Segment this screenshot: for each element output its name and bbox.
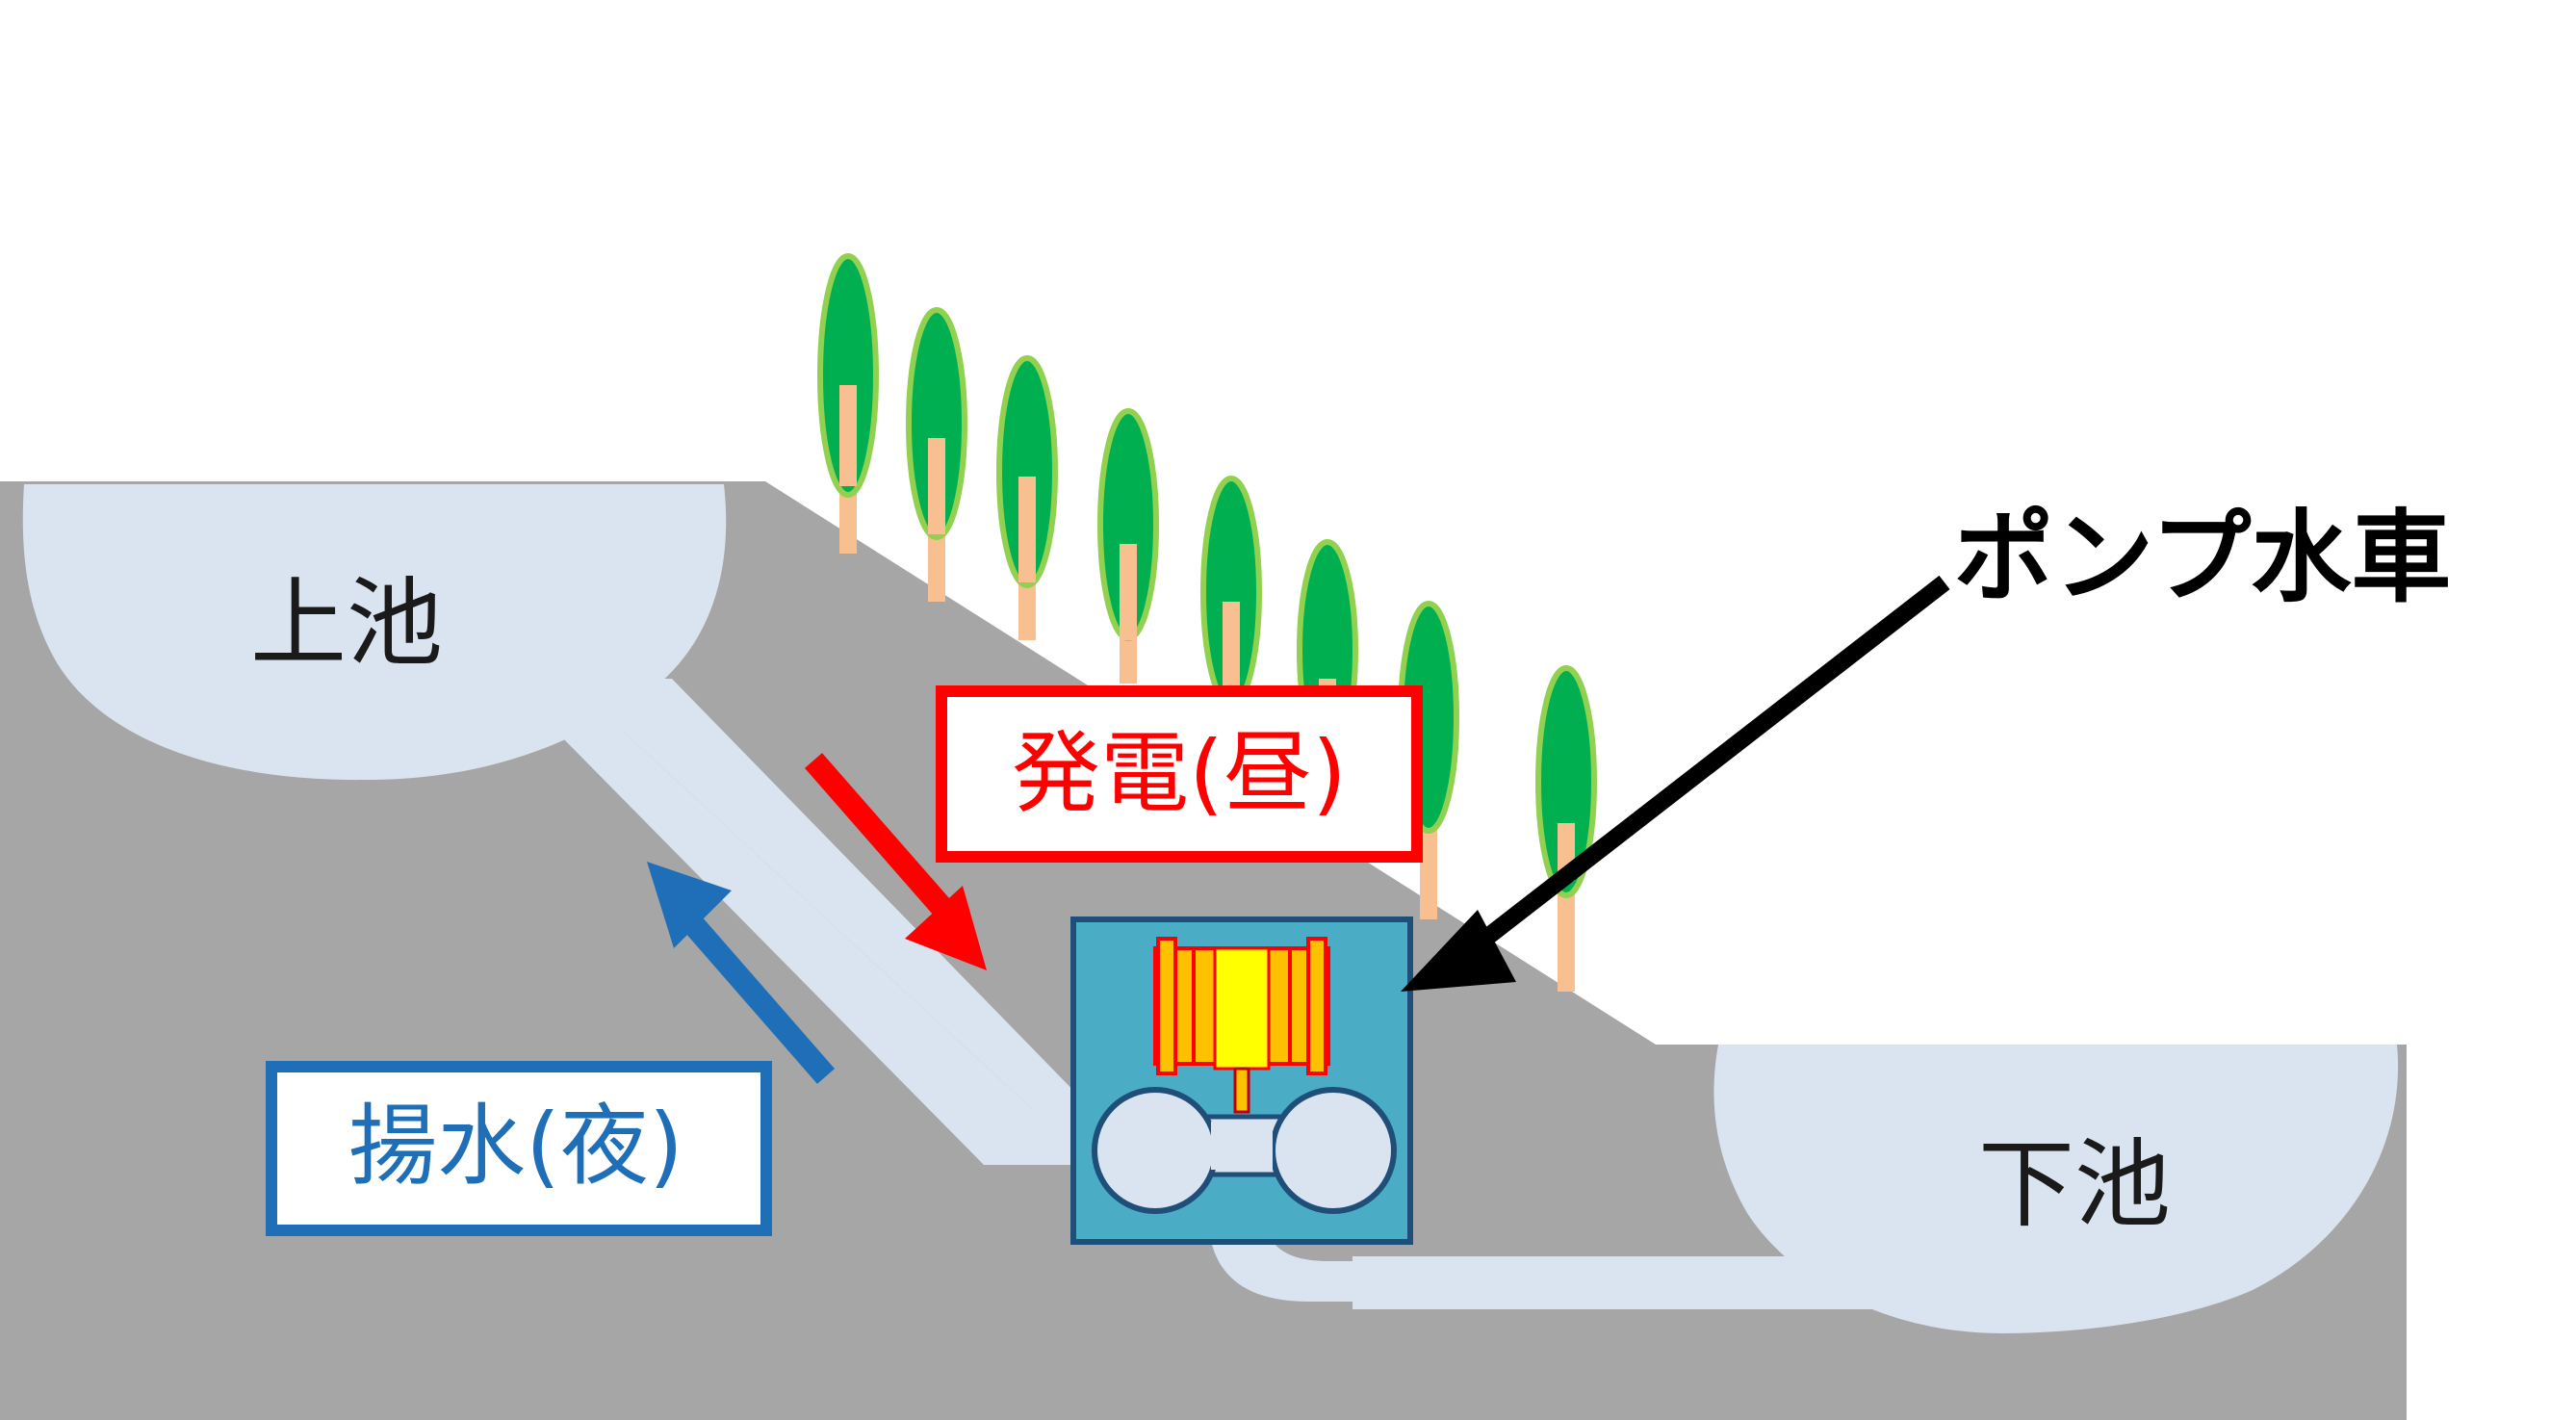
upper-pool-label: 上池 <box>250 567 443 680</box>
lower-tailrace <box>1208 1179 1911 1309</box>
tree-5 <box>1200 476 1262 717</box>
trees <box>817 253 1597 992</box>
arrow-down-left-icon <box>1401 575 1950 992</box>
upper-penstock <box>558 734 1090 1165</box>
pump-turbine-label: ポンプ水車 <box>1954 499 2452 616</box>
tree-8 <box>1535 665 1597 992</box>
tree-3 <box>996 355 1058 640</box>
generator <box>1153 937 1330 1114</box>
pumping-label-box <box>266 1061 772 1236</box>
arrow-down-right-icon <box>804 753 987 970</box>
lower-pool-label: 下池 <box>1978 1128 2171 1241</box>
arrow-up-left-icon <box>647 862 836 1084</box>
powerhouse <box>1070 917 1413 1245</box>
tree-1 <box>817 253 879 554</box>
tree-4 <box>1097 408 1159 684</box>
upper-pool <box>22 484 727 781</box>
pump-turbine <box>1092 1087 1397 1214</box>
generation-label-box <box>936 685 1423 863</box>
pumping-label: 揚水(夜) <box>348 1095 683 1198</box>
upper-penstock-top <box>554 679 1090 1107</box>
generation-label: 発電(昼) <box>1012 722 1347 825</box>
tree-2 <box>906 307 967 602</box>
